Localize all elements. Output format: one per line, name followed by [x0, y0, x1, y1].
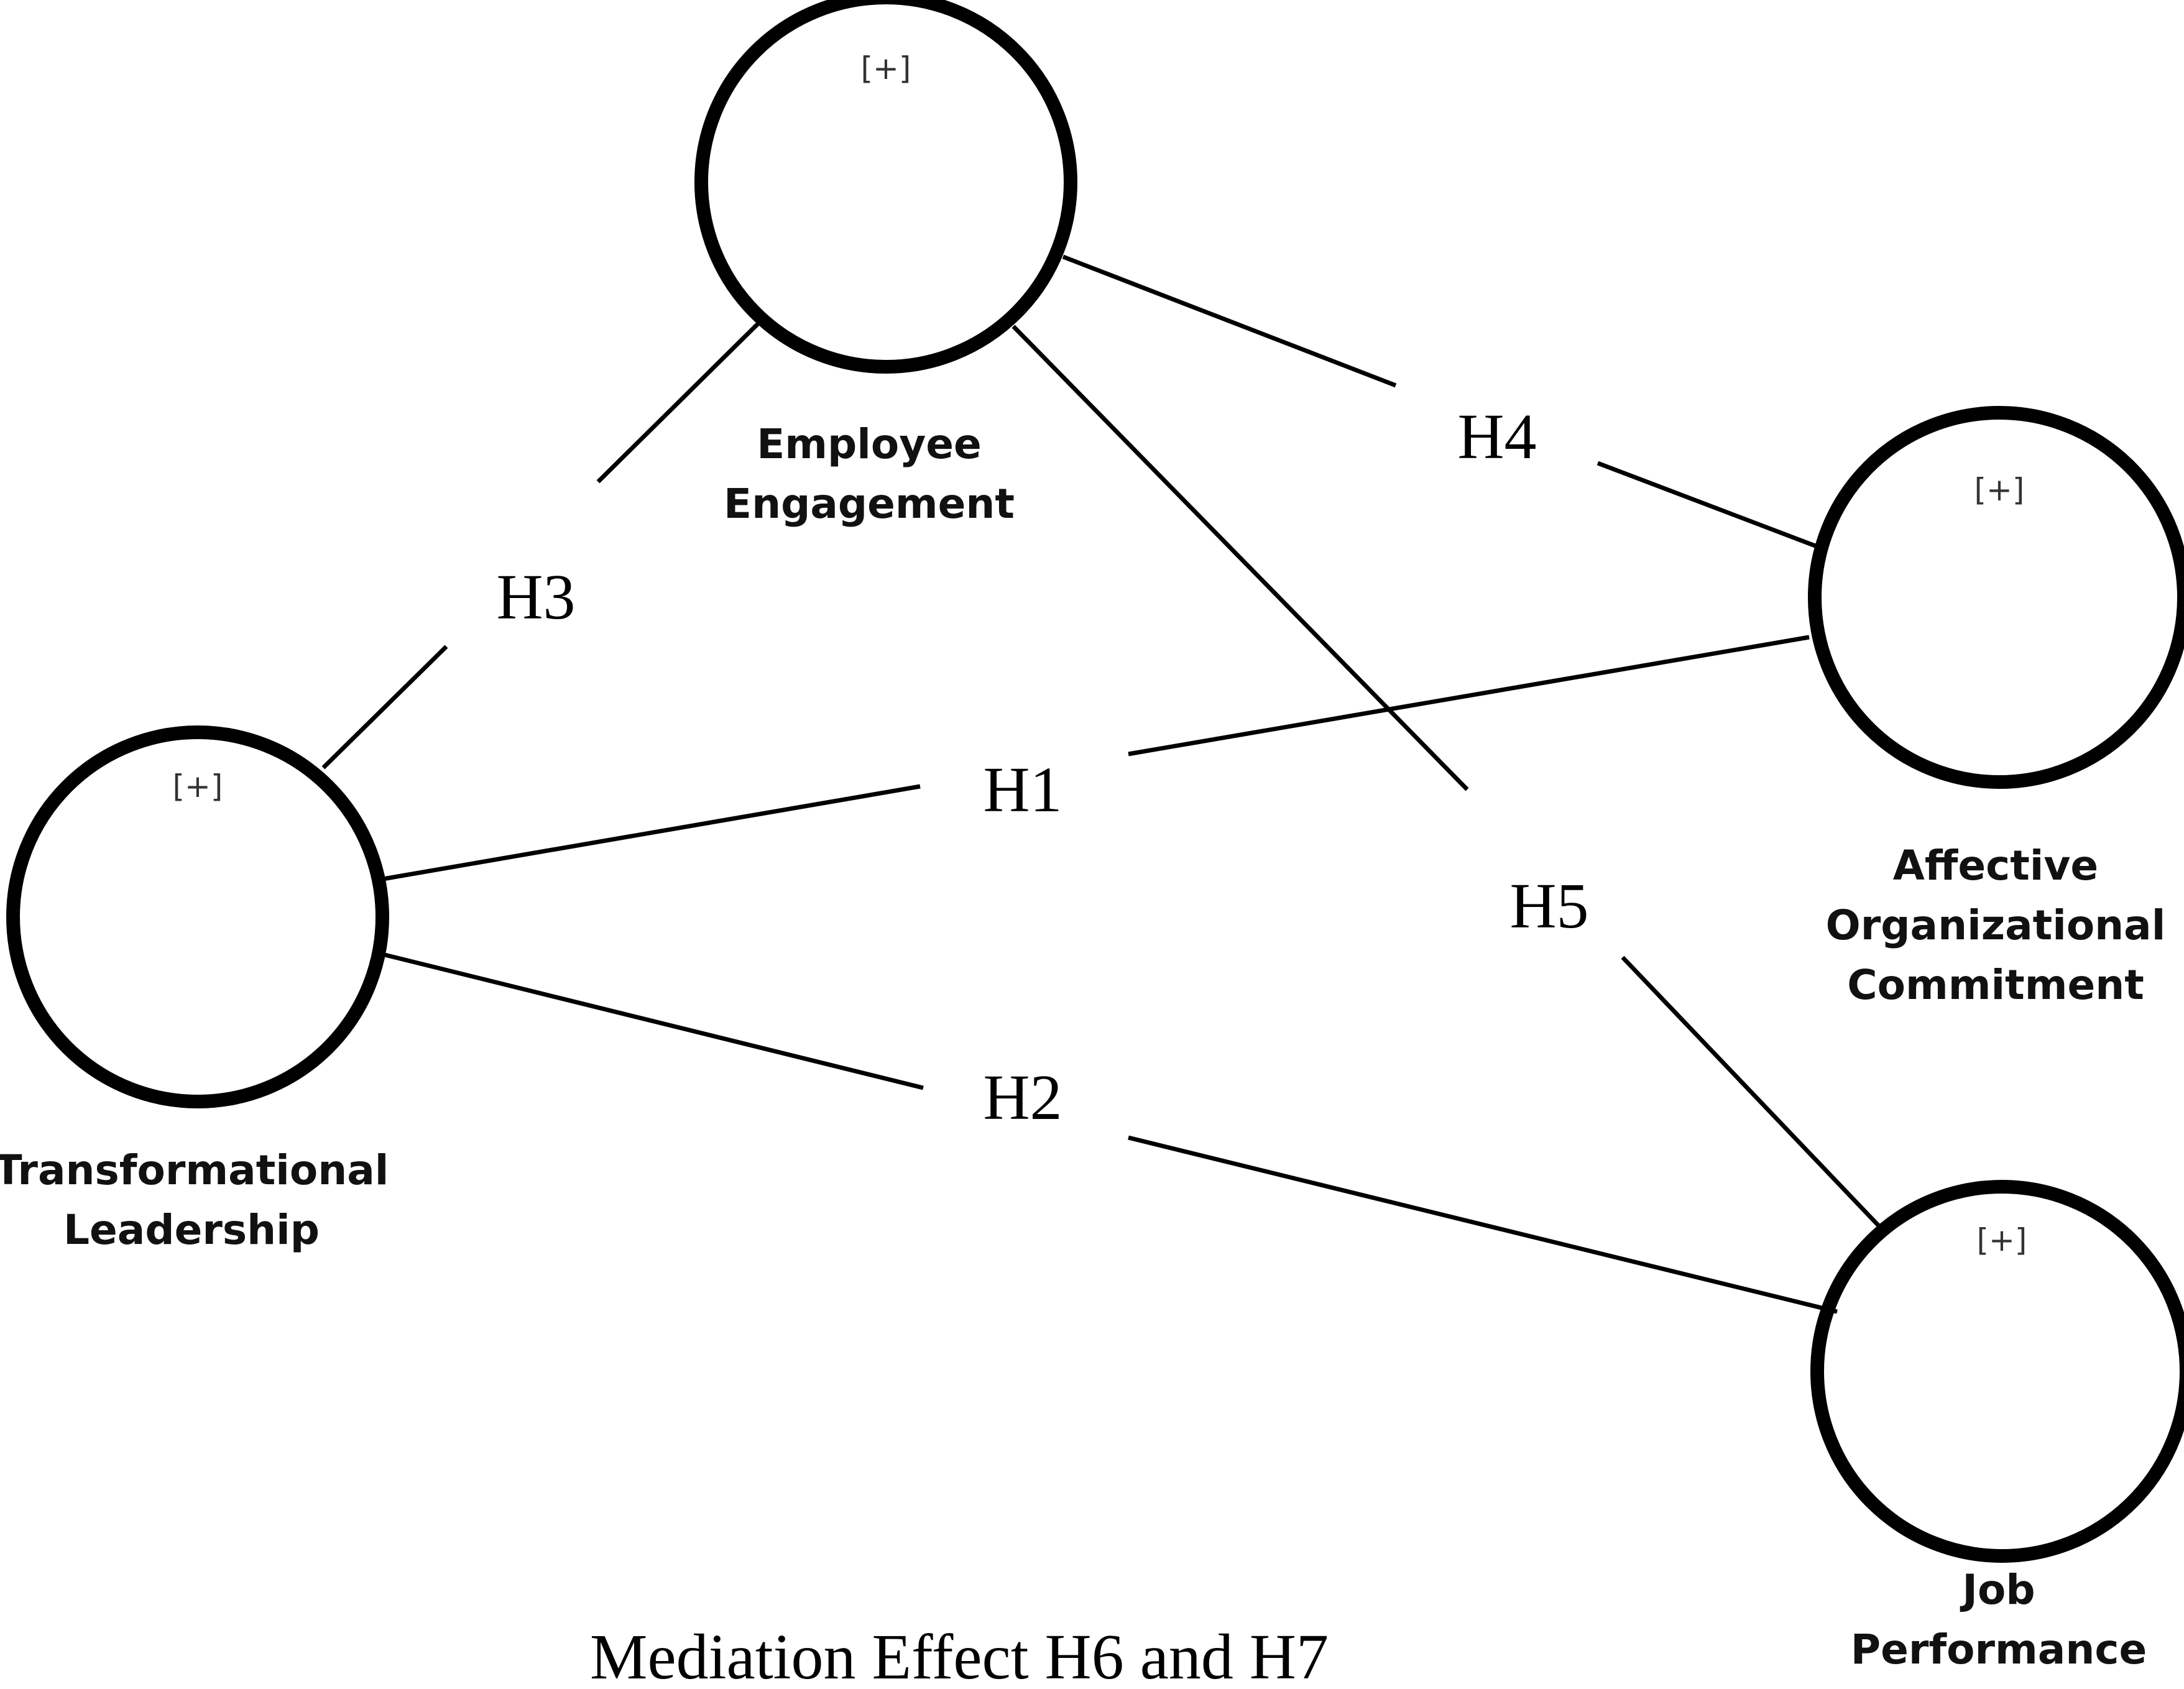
construct-label-line: Performance: [1851, 1626, 2147, 1673]
path-h5-segment-start: [1011, 324, 1469, 791]
construct-label-line: Transformational: [0, 1146, 389, 1194]
construct-label-line: Job: [1960, 1566, 2035, 1614]
expand-toggle[interactable]: [+]: [173, 768, 223, 804]
path-h4-segment-start: [1062, 254, 1397, 388]
path-h3-segment-end: [596, 321, 760, 484]
construct-label-line: Affective: [1893, 842, 2098, 890]
path-h3-segment-start: [321, 645, 448, 770]
construct-label-line: Organizational: [1826, 901, 2166, 949]
construct-circle: [6, 725, 389, 1108]
hypothesis-paths: [321, 254, 1882, 1314]
hypothesis-labels: H1 H2 H3 H4 H5: [496, 401, 1588, 1133]
label-h5: H5: [1509, 870, 1588, 942]
path-h2-segment-end: [1128, 1135, 1838, 1314]
label-h1: H1: [983, 754, 1062, 826]
path-h4-segment-end: [1597, 461, 1820, 550]
label-h3: H3: [496, 561, 575, 633]
path-h5-segment-end: [1621, 955, 1882, 1230]
expand-toggle[interactable]: [+]: [1977, 1222, 2027, 1258]
construct-circle: [1808, 406, 2184, 789]
construct-label-line: Engagement: [724, 480, 1015, 528]
construct-label-line: Employee: [757, 420, 982, 468]
construct-label-line: Leadership: [63, 1206, 320, 1254]
path-h1-segment-end: [1128, 635, 1810, 757]
construct-circle: [694, 0, 1077, 374]
label-h4: H4: [1457, 401, 1536, 472]
expand-toggle[interactable]: [+]: [861, 50, 911, 86]
label-h2: H2: [983, 1062, 1062, 1133]
expand-toggle[interactable]: [+]: [1974, 472, 2025, 508]
construct-circle: [1810, 1180, 2184, 1563]
construct-label-line: Commitment: [1847, 961, 2144, 1009]
diagram-caption: Mediation Effect H6 and H7: [590, 1621, 1329, 1689]
path-h1-segment-start: [379, 784, 921, 882]
path-h2-segment-start: [382, 952, 924, 1090]
